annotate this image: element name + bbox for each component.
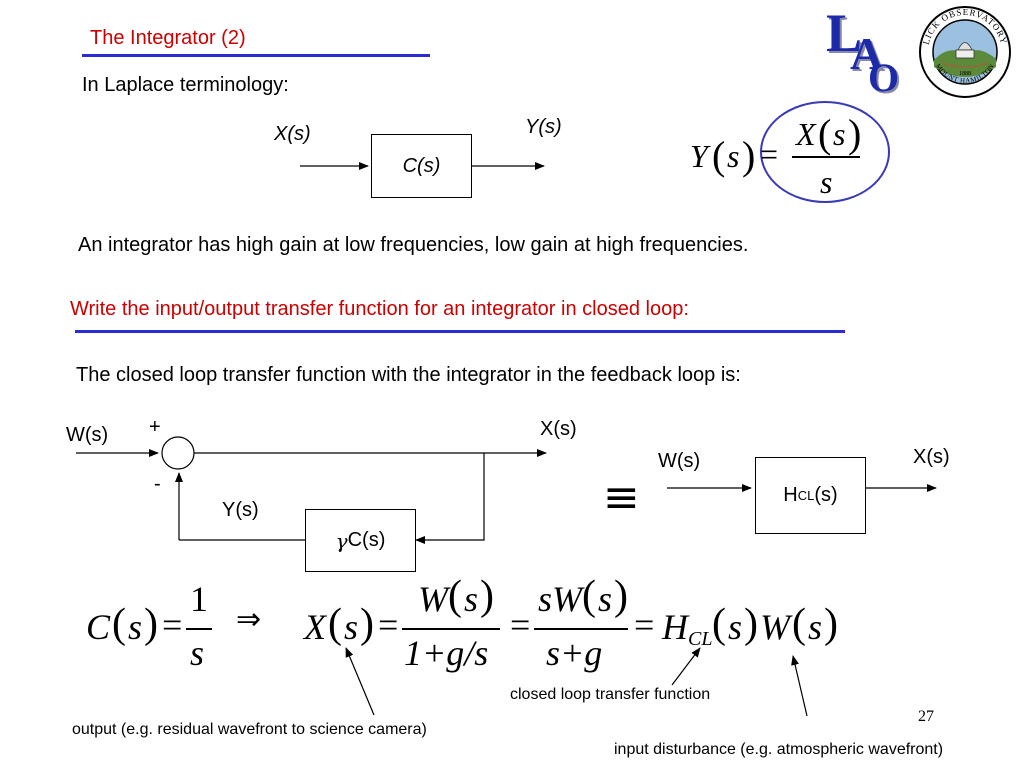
bottom-equation: C ( s ) = 1 s ⇒ X ( s ) = W ( s ) 1+g/s … <box>86 573 846 680</box>
beq-rp2: ) <box>360 601 374 647</box>
closed-loop-question: Write the input/output transfer function… <box>70 298 689 320</box>
top-eq-s: s <box>727 138 740 174</box>
top-eq-num-X: X <box>796 116 816 152</box>
top-eq-num-s: s <box>833 116 846 152</box>
beq-C: C <box>86 607 111 647</box>
top-eq-lparen: ( <box>712 133 726 178</box>
top-eq-den: s <box>820 164 833 200</box>
beq-frac3-num: sW <box>538 579 582 619</box>
title-underline <box>82 54 430 57</box>
beq-W2: W <box>760 607 790 647</box>
summing-junction <box>161 436 195 470</box>
hcl-block-sub: CL <box>797 488 815 503</box>
svg-text:L: L <box>826 5 862 63</box>
beq-frac2-num-s: s <box>464 579 479 619</box>
closed-loop-annotation: closed loop transfer function <box>510 686 711 703</box>
loop-input-label: W(s) <box>66 424 109 446</box>
beq-frac2-bar <box>402 628 500 630</box>
feedback-path-right <box>415 453 485 544</box>
beq-CL: CL <box>688 628 713 650</box>
top-equation: Y ( s ) = X ( s ) s <box>690 111 870 202</box>
svg-text:O: O <box>868 55 899 97</box>
beq-frac1-den: s <box>190 633 205 673</box>
beq-s2: s <box>344 607 359 647</box>
loop-output-label: X(s) <box>540 418 577 440</box>
beq-eq4: = <box>634 605 655 645</box>
top-eq-rparen: ) <box>742 133 756 178</box>
equation-highlight-ellipse <box>760 101 890 203</box>
beq-lp2: ( <box>328 601 342 647</box>
beq-frac2-den: 1+g/s <box>404 633 489 673</box>
equiv-output-label: X(s) <box>913 446 950 468</box>
beq-lp1: ( <box>112 601 126 647</box>
question-underline <box>75 330 845 333</box>
laplace-intro: In Laplace terminology: <box>82 74 289 96</box>
page-number: 27 <box>918 708 934 725</box>
feedback-gamma: γ <box>335 528 348 553</box>
plus-sign: + <box>149 416 161 438</box>
input-annotation: input disturbance (e.g. atmospheric wave… <box>614 741 944 758</box>
equiv-input-label: W(s) <box>658 450 701 472</box>
beq-rp4: ) <box>824 601 838 647</box>
lick-observatory-seal: 1888 LICK OBSERVATORY MOUNT HAMILTON <box>919 6 1011 98</box>
beq-frac3-num-lp: ( <box>582 573 596 619</box>
beq-s3: s <box>728 607 743 647</box>
beq-lp4: ( <box>792 601 806 647</box>
closed-loop-statement: The closed loop transfer function with t… <box>76 364 741 386</box>
beq-frac2-num-W: W <box>418 579 448 619</box>
input-pointer-line <box>791 655 808 717</box>
svg-text:A: A <box>850 28 883 79</box>
top-eq-fraction-bar <box>792 156 860 158</box>
beq-s1: s <box>128 607 143 647</box>
hcl-block-tail: (s) <box>814 484 838 506</box>
feedback-signal-label: Y(s) <box>222 499 259 521</box>
svg-text:1888: 1888 <box>959 71 971 77</box>
top-block-label: C(s) <box>402 154 441 177</box>
svg-text:O: O <box>870 57 901 97</box>
beq-frac3-num-s: s <box>598 579 613 619</box>
top-eq-equals: = <box>760 136 779 172</box>
beq-implies: ⇒ <box>236 602 262 637</box>
beq-H: H <box>662 607 688 647</box>
svg-text:L: L <box>828 5 864 65</box>
beq-frac3-num-rp: ) <box>614 573 628 619</box>
beq-eq3: = <box>510 605 531 645</box>
slide-title: The Integrator (2) <box>90 27 246 49</box>
feedback-block-label: C(s) <box>347 529 386 551</box>
beq-eq1: = <box>162 605 183 645</box>
beq-frac2-num-lp: ( <box>448 573 462 619</box>
hcl-block-main: H <box>783 484 798 506</box>
closed-loop-pointer-line <box>671 647 701 686</box>
beq-eq2: = <box>378 605 399 645</box>
beq-X: X <box>304 607 326 647</box>
beq-rp3: ) <box>744 601 758 647</box>
beq-frac1-num: 1 <box>190 579 208 619</box>
top-input-label: X(s) <box>274 123 311 145</box>
beq-frac1-bar <box>186 628 212 630</box>
beq-frac2-num-rp: ) <box>480 573 494 619</box>
top-eq-num-rparen: ) <box>848 111 862 156</box>
beq-lp3: ( <box>712 601 726 647</box>
integrator-statement: An integrator has high gain at low frequ… <box>78 234 749 256</box>
top-block: C(s) <box>371 134 472 198</box>
beq-s4: s <box>808 607 823 647</box>
beq-frac3-den: s+g <box>546 633 603 673</box>
beq-frac3-bar <box>534 628 628 630</box>
output-pointer-line <box>345 647 375 716</box>
top-eq-num-lparen: ( <box>818 111 832 156</box>
minus-sign: - <box>154 473 161 495</box>
lao-logo: L L A A O O <box>826 5 901 97</box>
output-annotation: output (e.g. residual wavefront to scien… <box>72 721 427 738</box>
svg-text:A: A <box>852 30 885 81</box>
top-eq-Y: Y <box>690 138 708 174</box>
equivalence-symbol: ≡ <box>603 472 640 523</box>
beq-rp1: ) <box>144 601 158 647</box>
top-output-label: Y(s) <box>525 116 562 138</box>
